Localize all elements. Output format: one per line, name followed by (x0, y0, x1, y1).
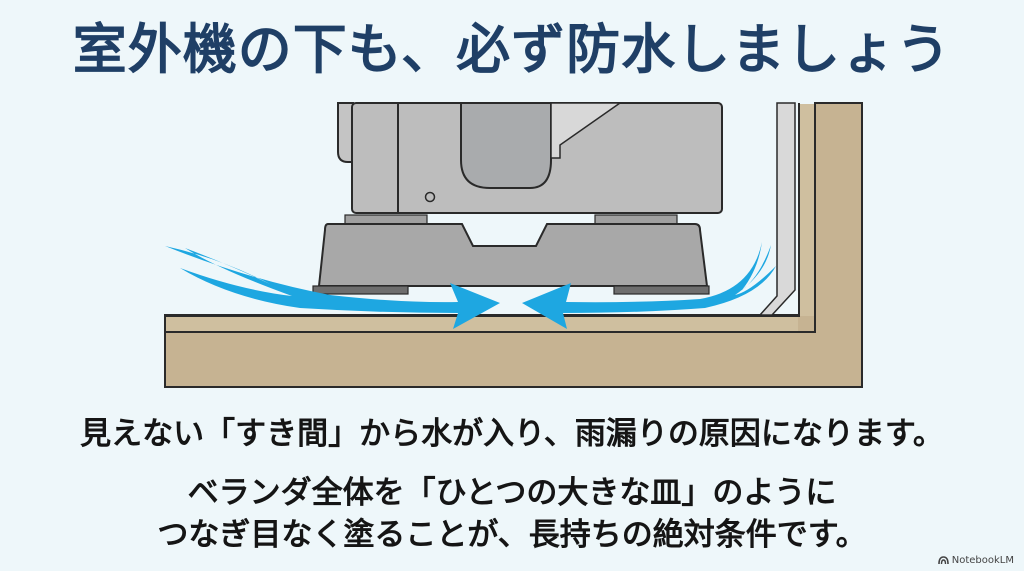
caption-line-2: ベランダ全体を「ひとつの大きな皿」のように つなぎ目なく塗ることが、長持ちの絶対… (0, 472, 1024, 556)
brand-watermark: NotebookLM (937, 555, 1014, 566)
caption-line-2a: ベランダ全体を「ひとつの大きな皿」のように (187, 475, 837, 511)
brand-label: NotebookLM (951, 555, 1014, 566)
caption-line-2b: つなぎ目なく塗ることが、長持ちの絶対条件です。 (157, 517, 867, 553)
outdoor-ac-unit (337, 102, 723, 226)
balcony-slab (164, 102, 863, 388)
notebooklm-logo-icon (937, 556, 949, 565)
ac-stand (312, 223, 710, 295)
water-arrow-left-icon (165, 246, 500, 329)
water-arrow-right-icon (522, 242, 776, 329)
page-title: 室外機の下も、必ず防水しましょう (72, 18, 952, 81)
wall-coating-strip (758, 102, 796, 316)
caption-line-1: 見えない「すき間」から水が入り、雨漏りの原因になります。 (80, 416, 944, 452)
